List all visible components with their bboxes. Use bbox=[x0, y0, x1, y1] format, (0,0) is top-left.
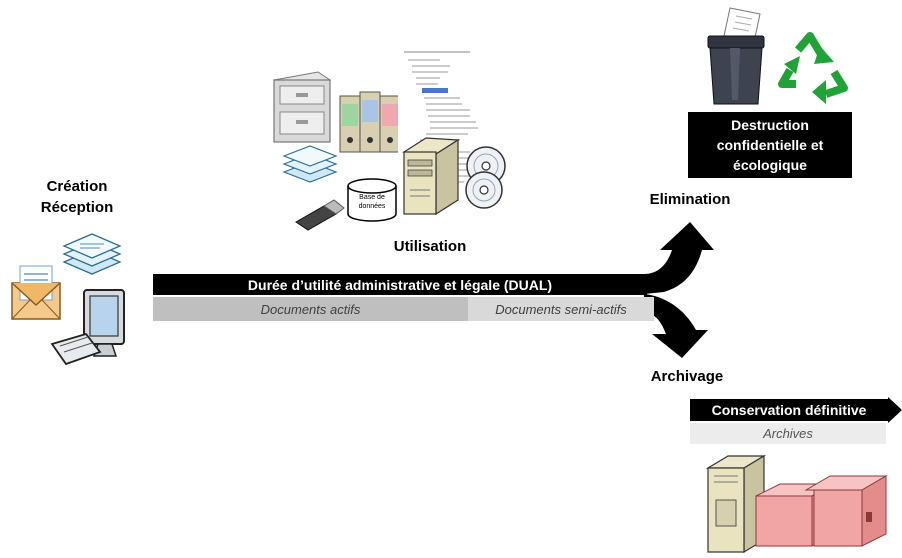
semi-actifs-label: Documents semi-actifs bbox=[495, 301, 627, 317]
archive-arrow-tip bbox=[888, 397, 902, 423]
destruction-line3: écologique bbox=[733, 157, 807, 173]
database-line2: données bbox=[358, 203, 386, 210]
creation-line1: Création bbox=[46, 178, 108, 195]
actifs-band: Documents actifs bbox=[153, 297, 468, 321]
dual-bar: Durée d’utilité administrative et légale… bbox=[153, 274, 647, 295]
archives-band: Archives bbox=[690, 423, 886, 444]
destruction-box: Destruction confidentielle et écologique bbox=[688, 112, 852, 178]
database-line1: Base de bbox=[359, 194, 385, 201]
envelope-icon bbox=[11, 265, 61, 320]
shredder-icon bbox=[707, 7, 765, 105]
filing-cabinet-icon bbox=[272, 71, 332, 143]
dual-bar-label: Durée d’utilité administrative et légale… bbox=[247, 276, 553, 293]
archive-boxes-icon bbox=[755, 475, 888, 547]
archivage-label: Archivage bbox=[650, 368, 724, 385]
utilisation-label: Utilisation bbox=[393, 238, 467, 255]
database-icon bbox=[347, 178, 397, 222]
actifs-label: Documents actifs bbox=[260, 301, 361, 317]
creation-label: Création Réception bbox=[12, 176, 142, 218]
server-tower-icon bbox=[402, 137, 460, 216]
elimination-label: Elimination bbox=[649, 191, 731, 208]
conservation-label: Conservation définitive bbox=[711, 402, 867, 418]
destruction-line2: confidentielle et bbox=[716, 137, 824, 153]
recycle-arrowheads bbox=[784, 46, 834, 104]
conservation-bar: Conservation définitive bbox=[690, 399, 888, 421]
paper-stack-icon bbox=[62, 233, 122, 275]
recycle-icon bbox=[778, 32, 848, 98]
creation-line2: Réception bbox=[40, 199, 114, 216]
semi-actifs-band: Documents semi-actifs bbox=[468, 297, 654, 321]
computer-icon bbox=[50, 289, 125, 366]
archives-label: Archives bbox=[763, 426, 813, 441]
papers-stack-icon bbox=[282, 145, 338, 183]
binders-icon bbox=[339, 91, 401, 153]
destruction-line1: Destruction bbox=[731, 117, 809, 133]
database-label: Base de données bbox=[348, 193, 396, 211]
usb-key-icon bbox=[295, 199, 345, 231]
cd-icon bbox=[465, 146, 506, 209]
split-arrow bbox=[644, 222, 714, 358]
